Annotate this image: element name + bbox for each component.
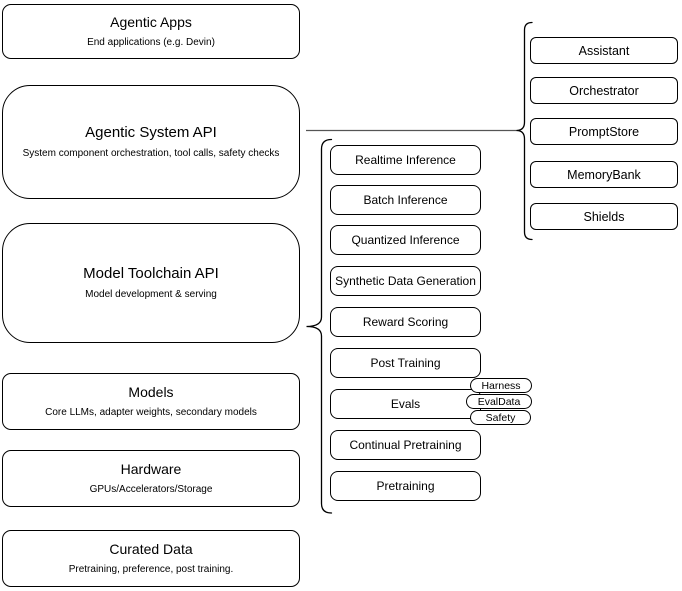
node-reward-scoring: Reward Scoring [330,307,481,337]
toolchain-group-brace [306,138,333,514]
tag-harness: Harness [470,378,532,393]
tag-evaldata: EvalData [466,394,532,409]
node-batch-inference: Batch Inference [330,185,481,215]
system-group-brace [516,21,533,241]
node-title: Agentic Apps [110,14,192,31]
node-agentic-apps: Agentic Apps End applications (e.g. Devi… [2,4,300,59]
node-shields: Shields [530,203,678,230]
node-orchestrator: Orchestrator [530,77,678,104]
node-quantized-inference: Quantized Inference [330,225,481,255]
node-promptstore: PromptStore [530,118,678,145]
node-realtime-inference: Realtime Inference [330,145,481,175]
node-title: Models [128,384,174,401]
node-memorybank: MemoryBank [530,161,678,188]
node-agentic-system-api: Agentic System API System component orch… [2,85,300,199]
node-hardware: Hardware GPUs/Accelerators/Storage [2,450,300,507]
node-subtitle: Pretraining, preference, post training. [68,563,234,575]
node-synthetic-data-generation: Synthetic Data Generation [330,266,481,296]
tag-safety: Safety [470,410,531,425]
node-title: Hardware [120,461,182,478]
node-evals: Evals [330,389,481,419]
node-models: Models Core LLMs, adapter weights, secon… [2,373,300,430]
node-subtitle: System component orchestration, tool cal… [22,147,280,159]
node-title: Agentic System API [85,124,217,142]
node-subtitle: Model development & serving [85,288,217,300]
node-title: Curated Data [109,541,193,558]
node-curated-data: Curated Data Pretraining, preference, po… [2,530,300,587]
node-continual-pretraining: Continual Pretraining [330,430,481,460]
node-post-training: Post Training [330,348,481,378]
node-subtitle: Core LLMs, adapter weights, secondary mo… [45,406,257,418]
node-assistant: Assistant [530,37,678,64]
node-model-toolchain-api: Model Toolchain API Model development & … [2,223,300,343]
node-subtitle: End applications (e.g. Devin) [87,36,215,48]
node-pretraining: Pretraining [330,471,481,501]
node-title: Model Toolchain API [83,265,219,283]
node-subtitle: GPUs/Accelerators/Storage [89,483,213,495]
